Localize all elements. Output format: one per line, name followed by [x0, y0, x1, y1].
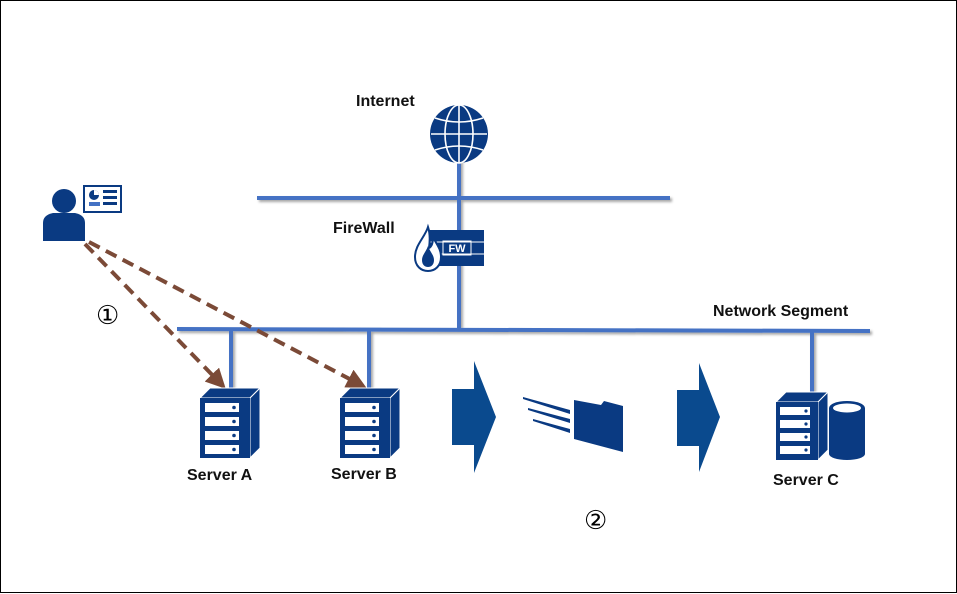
- firewall-icon: FW: [413, 223, 484, 273]
- network-lines: [176, 151, 871, 396]
- network-segment-line: [176, 327, 871, 333]
- dashboard-card-icon: [83, 185, 122, 213]
- transfer-arrow-left-icon: [452, 361, 496, 473]
- arrow-to-server-b: [88, 240, 367, 388]
- admin-user-icon: [43, 185, 122, 241]
- firewall-label: FireWall: [333, 220, 395, 237]
- server-c-label: Server C: [773, 472, 839, 489]
- firewall-badge: FW: [448, 243, 466, 255]
- arrow-to-server-a: [83, 242, 226, 389]
- server-b-icon: [338, 386, 402, 460]
- globe-icon: [430, 104, 488, 164]
- server-b-label: Server B: [331, 466, 397, 483]
- admin-access-arrows: [83, 240, 367, 389]
- database-icon: [829, 401, 865, 460]
- server-a-label: Server A: [187, 467, 253, 484]
- step-1-marker: ①: [96, 301, 120, 331]
- transfer-arrow-right-icon: [677, 363, 720, 472]
- step-2-marker: ②: [584, 506, 608, 536]
- file-transfer-folder-icon: [523, 397, 623, 452]
- network-segment-label: Network Segment: [713, 303, 849, 320]
- server-c-icon: [774, 390, 865, 462]
- internet-label: Internet: [356, 93, 415, 110]
- server-a-icon: [198, 386, 262, 460]
